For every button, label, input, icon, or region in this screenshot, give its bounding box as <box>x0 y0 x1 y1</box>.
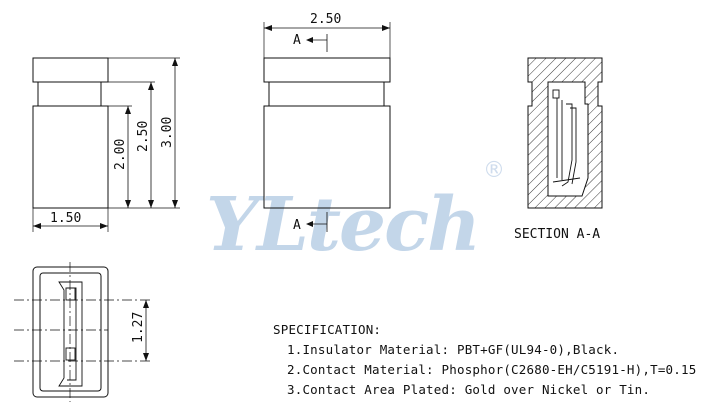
dim-pitch: 1.27 <box>131 312 146 343</box>
side-view <box>263 22 391 232</box>
spec-item-contact-plating: 3.Contact Area Plated: Gold over Nickel … <box>287 382 651 397</box>
watermark: YLtech ® <box>206 158 505 268</box>
spec-title: SPECIFICATION: <box>273 322 382 337</box>
spec-item-contact-material: 2.Contact Material: Phosphor(C2680-EH/C5… <box>287 362 697 377</box>
section-label: SECTION A-A <box>514 227 600 242</box>
dim-base-width: 1.50 <box>50 211 81 226</box>
section-marker-bottom: A <box>293 218 301 233</box>
spec-item-insulator: 1.Insulator Material: PBT+GF(UL94-0),Bla… <box>287 342 620 357</box>
section-view <box>527 57 603 209</box>
section-marker-top: A <box>293 33 301 48</box>
registered-mark: ® <box>483 158 505 183</box>
watermark-text: YLtech <box>206 182 479 268</box>
front-view <box>32 57 180 232</box>
bottom-view <box>14 262 150 402</box>
dim-height-total: 3.00 <box>160 117 175 148</box>
dim-top-width: 2.50 <box>310 12 341 27</box>
specification-block: SPECIFICATION: 1.Insulator Material: PBT… <box>273 320 696 400</box>
dim-height-mid: 2.50 <box>136 121 151 152</box>
dim-height-body: 2.00 <box>113 139 128 170</box>
